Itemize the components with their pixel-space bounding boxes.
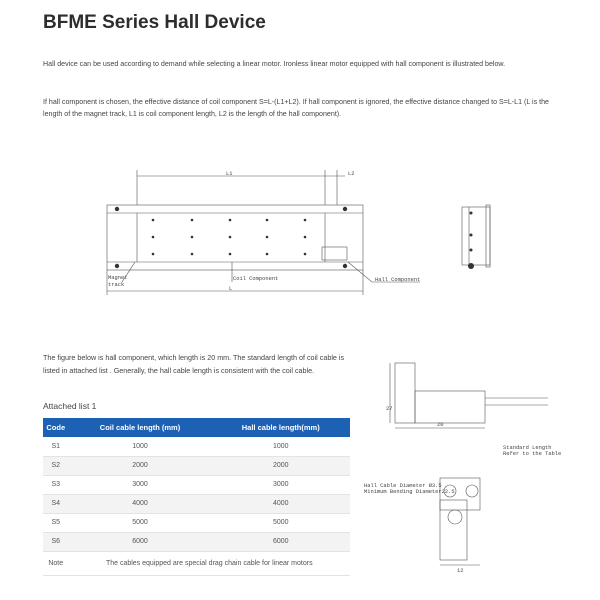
standard-length-label-1: Standard Length [503, 445, 552, 451]
table-row: S5 5000 5000 [43, 513, 350, 533]
hall-height-label: 27 [386, 406, 392, 412]
magnet-track-label-2: track [108, 282, 124, 288]
intro-paragraph-2: If hall component is chosen, the effecti… [43, 98, 550, 118]
cell-coil-length: 1000 [68, 437, 212, 457]
dim-label-l: L [229, 286, 232, 292]
hall-width-label: 12 [457, 568, 463, 574]
cell-code: S5 [43, 513, 69, 533]
cell-code: S4 [43, 494, 69, 514]
cell-code: S1 [43, 437, 69, 457]
cable-diameter-label-2: Minimum Bending Diameter22.5 [364, 489, 455, 495]
table-header-row: Code Coil cable length (mm) Hall cable l… [43, 418, 350, 437]
header-hall-cable: Hall cable length(mm) [211, 418, 350, 437]
header-code: Code [43, 418, 69, 437]
note-text: The cables equipped are special drag cha… [68, 551, 350, 576]
cell-coil-length: 4000 [68, 494, 212, 514]
magnet-track-label-1: Magnet [108, 275, 127, 281]
cell-hall-length: 1000 [211, 437, 350, 457]
table-row: S1 1000 1000 [43, 437, 350, 457]
intro-paragraph-1: Hall device can be used according to dem… [43, 60, 506, 68]
cell-hall-length: 3000 [211, 475, 350, 495]
cell-hall-length: 4000 [211, 494, 350, 514]
dim-label-l2: L2 [348, 171, 354, 177]
standard-length-label-2: Refer to the Table [503, 451, 561, 457]
cell-coil-length: 5000 [68, 513, 212, 533]
hall-intro-text: The figure below is hall component, whic… [43, 353, 345, 375]
table-row: S6 6000 6000 [43, 532, 350, 552]
coil-component-label: Coil Component [233, 276, 278, 282]
table-row: S3 3000 3000 [43, 475, 350, 495]
table-row: S2 2000 2000 [43, 456, 350, 476]
hall-component-label: Hall Component [375, 277, 420, 283]
header-coil-cable: Coil cable length (mm) [68, 418, 212, 437]
cell-coil-length: 6000 [68, 532, 212, 552]
cell-code: S2 [43, 456, 69, 476]
cable-length-table: Code Coil cable length (mm) Hall cable l… [43, 418, 350, 576]
note-label: Note [43, 551, 69, 576]
list-title: Attached list 1 [43, 401, 97, 411]
dim-label-l1: L1 [226, 171, 232, 177]
hall-length-label: 20 [437, 422, 443, 428]
cell-coil-length: 3000 [68, 475, 212, 495]
cell-coil-length: 2000 [68, 456, 212, 476]
page-title: BFME Series Hall Device [43, 12, 266, 33]
cable-diameter-label-1: Hall Cable Diameter Ø3.5 [364, 482, 442, 489]
cell-code: S3 [43, 475, 69, 495]
cell-hall-length: 5000 [211, 513, 350, 533]
table-row: S4 4000 4000 [43, 494, 350, 514]
cell-code: S6 [43, 532, 69, 552]
table-note-row: Note The cables equipped are special dra… [43, 551, 350, 576]
cell-hall-length: 6000 [211, 532, 350, 552]
cell-hall-length: 2000 [211, 456, 350, 476]
